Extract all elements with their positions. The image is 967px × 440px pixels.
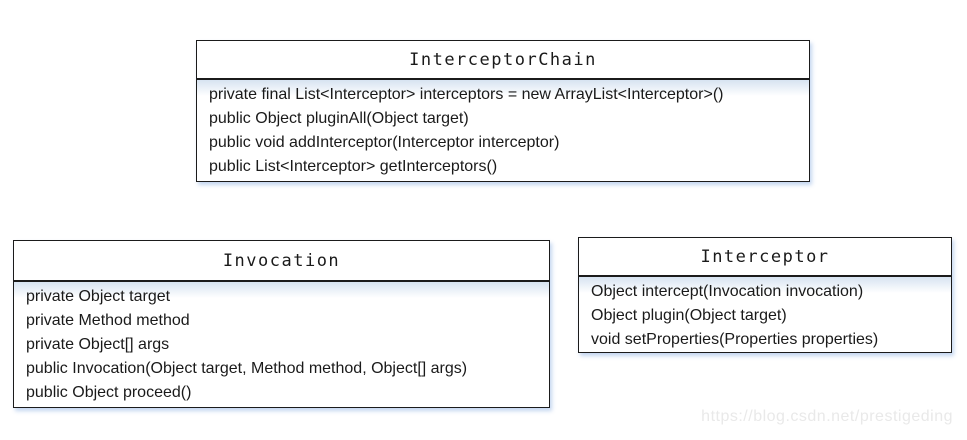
- class-member: public Invocation(Object target, Method …: [26, 360, 468, 377]
- class-member: private Object[] args: [26, 336, 170, 353]
- class-member: private Method method: [26, 312, 190, 329]
- class-title-interceptorchain: InterceptorChain: [197, 41, 809, 80]
- class-title-interceptor: Interceptor: [579, 238, 951, 277]
- watermark-url: https://blog.csdn.net/prestigeding: [701, 408, 953, 425]
- class-member: public Object proceed(): [26, 384, 192, 401]
- class-members-interceptor: Object intercept(Invocation invocation) …: [579, 277, 951, 352]
- class-members-interceptorchain: private final List<Interceptor> intercep…: [197, 80, 809, 181]
- class-box-invocation: Invocation private Object target private…: [13, 240, 550, 408]
- class-member: private final List<Interceptor> intercep…: [209, 86, 724, 103]
- class-box-interceptorchain: InterceptorChain private final List<Inte…: [196, 40, 810, 182]
- class-member: public void addInterceptor(Interceptor i…: [209, 134, 560, 151]
- class-box-interceptor: Interceptor Object intercept(Invocation …: [578, 237, 952, 353]
- class-member: void setProperties(Properties properties…: [591, 331, 879, 348]
- class-member: Object intercept(Invocation invocation): [591, 283, 864, 300]
- class-member: private Object target: [26, 288, 171, 305]
- class-member: Object plugin(Object target): [591, 307, 787, 324]
- class-members-invocation: private Object target private Method met…: [14, 282, 549, 407]
- class-member: public List<Interceptor> getInterceptors…: [209, 158, 498, 175]
- class-member: public Object pluginAll(Object target): [209, 110, 469, 127]
- class-title-invocation: Invocation: [14, 241, 549, 282]
